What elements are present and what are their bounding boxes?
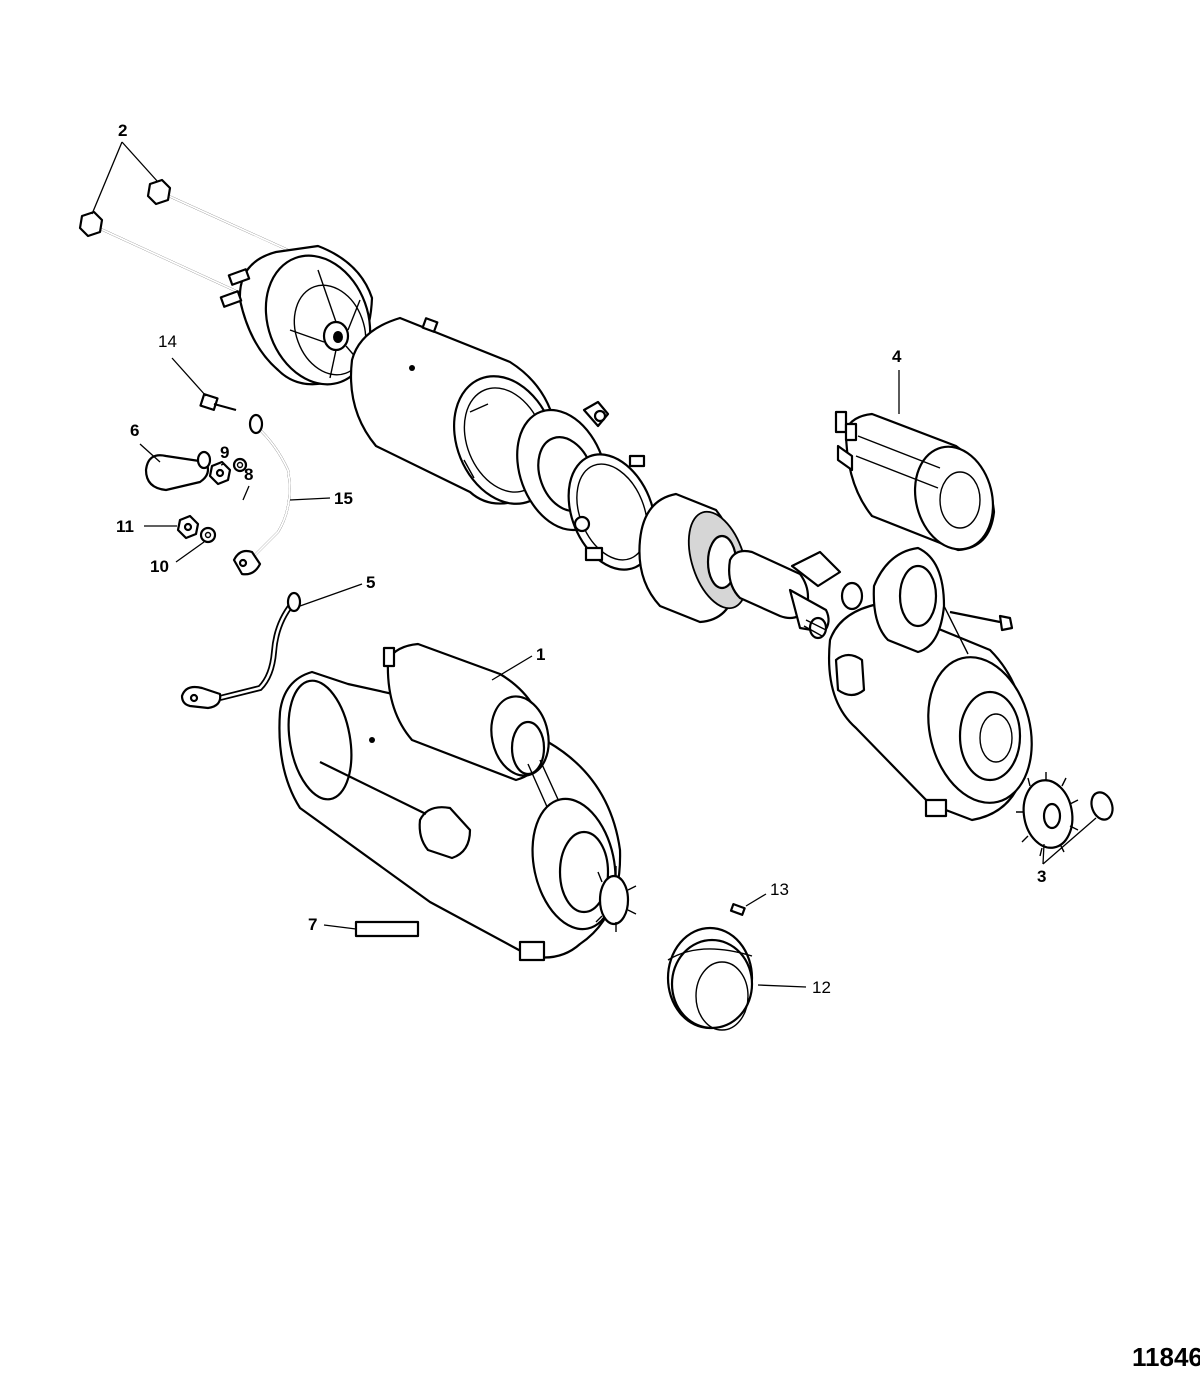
callout-12: 12 bbox=[757, 978, 831, 997]
callout-7: 7 bbox=[308, 915, 357, 934]
svg-text:6: 6 bbox=[130, 421, 139, 440]
svg-text:7: 7 bbox=[308, 915, 317, 934]
bolt bbox=[199, 393, 237, 412]
svg-text:11: 11 bbox=[116, 517, 134, 536]
hex-nut bbox=[208, 460, 232, 486]
svg-text:3: 3 bbox=[1037, 867, 1046, 886]
callout-9: 9 bbox=[220, 443, 229, 466]
figure-number: 11846 bbox=[1132, 1342, 1200, 1372]
retainer-ring bbox=[1090, 791, 1114, 821]
svg-text:1: 1 bbox=[536, 645, 545, 664]
svg-text:13: 13 bbox=[770, 880, 789, 899]
callout-4: 4 bbox=[892, 347, 902, 414]
callout-13: 13 bbox=[745, 880, 789, 907]
callout-15: 15 bbox=[289, 489, 353, 508]
drive-end-housing bbox=[828, 546, 1033, 822]
svg-text:14: 14 bbox=[158, 332, 177, 351]
commutator-end-frame bbox=[219, 244, 374, 386]
svg-text:5: 5 bbox=[366, 573, 375, 592]
through-bolts bbox=[78, 178, 289, 293]
callout-11: 11 bbox=[116, 517, 177, 536]
callout-5: 5 bbox=[299, 573, 375, 607]
svg-text:12: 12 bbox=[812, 978, 831, 997]
hex-nut-small bbox=[176, 514, 200, 540]
ground-cable bbox=[232, 413, 291, 576]
terminal-boot bbox=[144, 450, 212, 492]
svg-text:8: 8 bbox=[244, 465, 253, 484]
washer bbox=[199, 526, 217, 544]
svg-text:4: 4 bbox=[892, 347, 902, 366]
callout-3: 3 bbox=[1037, 817, 1097, 886]
solenoid bbox=[834, 410, 996, 552]
shift-lever bbox=[790, 550, 864, 611]
svg-text:2: 2 bbox=[118, 121, 127, 140]
callout-8: 8 bbox=[242, 465, 253, 501]
callout-6: 6 bbox=[130, 421, 161, 463]
armature bbox=[638, 492, 830, 640]
decal bbox=[354, 920, 420, 938]
starter-assembly bbox=[278, 642, 637, 962]
brush-holder-ring bbox=[567, 453, 657, 571]
callout-1: 1 bbox=[491, 645, 545, 681]
clip bbox=[729, 903, 746, 916]
svg-text:9: 9 bbox=[220, 443, 229, 462]
lock-washer bbox=[232, 457, 248, 473]
drive-shield bbox=[666, 926, 754, 1031]
battery-cable bbox=[180, 591, 302, 710]
pinion-gear bbox=[1016, 772, 1079, 857]
svg-text:10: 10 bbox=[150, 557, 169, 576]
callout-10: 10 bbox=[150, 541, 205, 576]
callout-14: 14 bbox=[158, 332, 207, 397]
callout-2: 2 bbox=[91, 121, 159, 215]
svg-text:15: 15 bbox=[334, 489, 353, 508]
